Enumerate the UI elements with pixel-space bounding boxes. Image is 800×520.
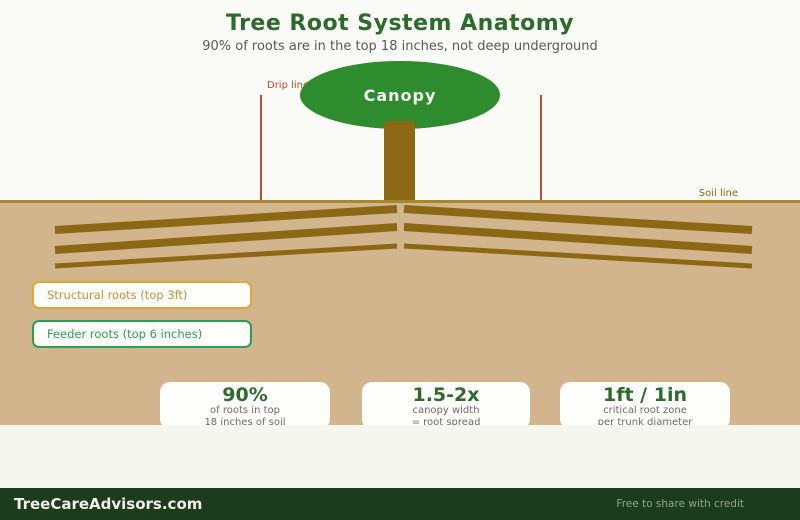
structural-roots-text: Structural roots (top 3ft) bbox=[47, 288, 188, 302]
root-line bbox=[403, 243, 753, 269]
footer-site-name: TreeCareAdvisors.com bbox=[14, 495, 203, 513]
bottom-strip bbox=[0, 425, 800, 488]
stat-card-critical-zone: 1ft / 1in critical root zone per trunk d… bbox=[560, 382, 730, 429]
stat-card-roots-depth: 90% of roots in top 18 inches of soil bbox=[160, 382, 330, 429]
page-title: Tree Root System Anatomy bbox=[225, 11, 574, 36]
stat-card-root-spread: 1.5-2x canopy width = root spread bbox=[362, 382, 530, 429]
stat-line: canopy width bbox=[412, 405, 480, 416]
roots-illustration bbox=[54, 205, 753, 269]
canopy-ellipse: Canopy bbox=[300, 61, 500, 129]
page-subtitle: 90% of roots are in the top 18 inches, n… bbox=[202, 39, 598, 54]
drip-line-label: Drip line bbox=[267, 80, 310, 91]
root-line bbox=[54, 205, 398, 234]
stat-value: 1.5-2x bbox=[412, 384, 480, 406]
root-line bbox=[54, 223, 398, 254]
stat-line: = root spread bbox=[411, 417, 481, 428]
drip-line-left bbox=[260, 95, 262, 200]
root-line bbox=[403, 205, 753, 234]
structural-roots-label: Structural roots (top 3ft) bbox=[32, 281, 252, 309]
feeder-roots-label: Feeder roots (top 6 inches) bbox=[32, 320, 252, 348]
canopy-label: Canopy bbox=[363, 85, 437, 105]
stat-line: 18 inches of soil bbox=[204, 417, 286, 428]
feeder-roots-text: Feeder roots (top 6 inches) bbox=[47, 327, 203, 341]
root-line bbox=[403, 223, 753, 254]
drip-line-right bbox=[540, 95, 542, 200]
stat-value: 90% bbox=[222, 384, 268, 406]
soil-line bbox=[0, 200, 800, 203]
stat-line: per trunk diameter bbox=[597, 417, 693, 428]
root-line bbox=[54, 243, 398, 269]
stat-line: of roots in top bbox=[210, 405, 280, 416]
footer-license-note: Free to share with credit bbox=[616, 498, 744, 510]
stat-value: 1ft / 1in bbox=[603, 384, 687, 406]
soil-line-label: Soil line bbox=[698, 188, 738, 199]
trunk bbox=[384, 121, 415, 201]
stat-line: critical root zone bbox=[603, 405, 687, 416]
footer-bar: TreeCareAdvisors.com Free to share with … bbox=[0, 488, 800, 520]
